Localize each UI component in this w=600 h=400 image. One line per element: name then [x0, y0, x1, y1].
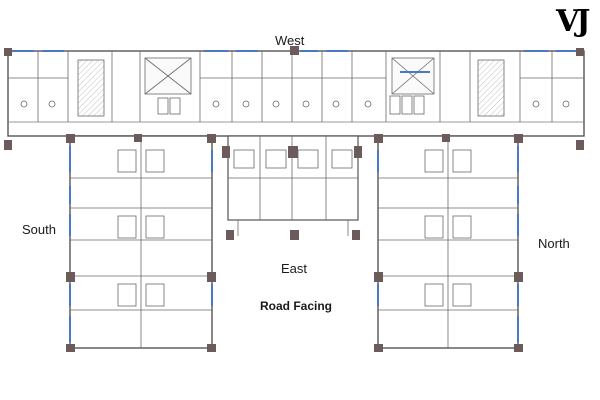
south-wing: [69, 135, 213, 349]
north-label: North: [538, 236, 570, 251]
north-windows: [377, 146, 519, 342]
north-wing: [377, 135, 519, 349]
brand-logo: VJ: [556, 4, 591, 39]
west-wing: [7, 50, 585, 137]
east-label: East: [281, 261, 308, 276]
road-facing-label: Road Facing: [260, 299, 333, 313]
west-label: West: [275, 33, 305, 48]
south-windows: [69, 146, 213, 342]
south-label: South: [22, 222, 56, 237]
west-windows: [12, 50, 580, 73]
structural-columns: [4, 46, 584, 352]
